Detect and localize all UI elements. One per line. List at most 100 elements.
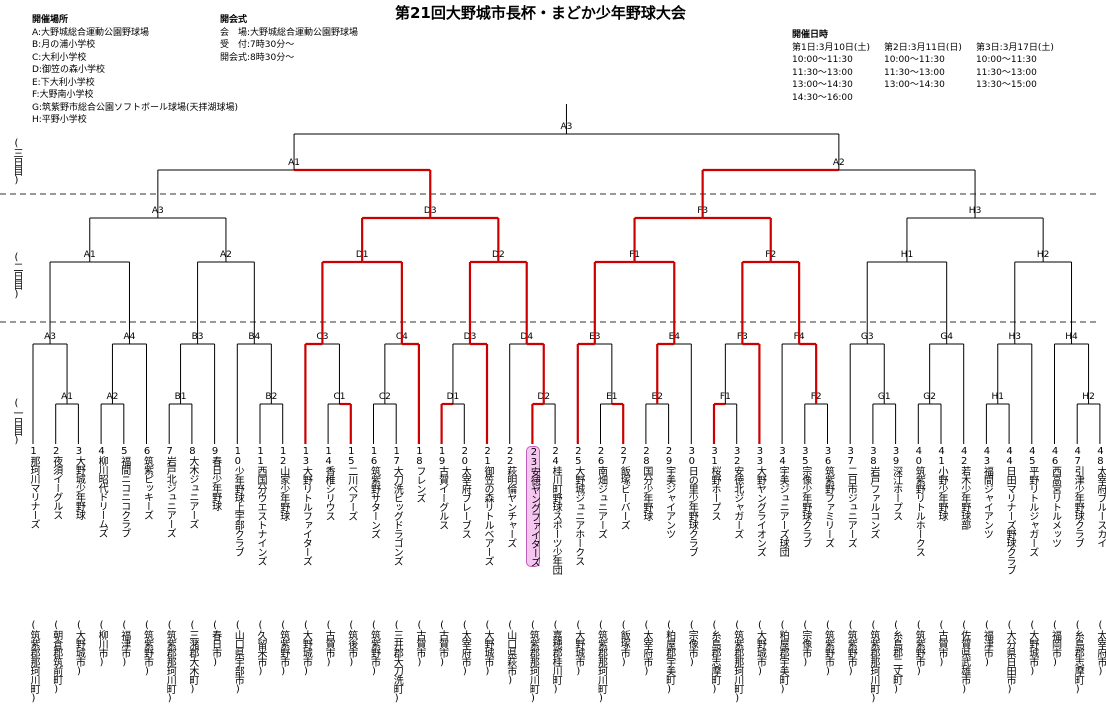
team-city: (大野城市): [482, 620, 493, 676]
team-name: 春日少年野球: [209, 456, 221, 510]
team-entry: 45平野リトルジャガーズ: [1026, 446, 1038, 556]
team-entry: 16筑紫野サターンズ: [368, 446, 380, 538]
team-entry: 27飯塚ビーバーズ: [617, 446, 629, 529]
team-city: (朝倉郡筑前町): [50, 620, 62, 694]
team-number: 21: [482, 446, 493, 466]
team-city: (筑紫野市): [277, 620, 289, 676]
team-entry: 24桂川町野球スポーツ少年団: [549, 446, 561, 574]
team-entry: 3大野城少年野球: [72, 446, 84, 519]
team-entry: 33大野ヤングライオンズ: [753, 446, 765, 556]
team-name: 平野リトルジャガーズ: [1026, 466, 1038, 556]
team-city: (大野城市): [73, 620, 85, 676]
team-entry: 17大刀洗ビッグドラゴンズ: [390, 446, 402, 565]
team-city: (大野城市): [572, 620, 584, 676]
team-number: 20: [459, 446, 471, 466]
team-city: (宗像市): [686, 620, 698, 667]
schedule-slot: 11:30～13:00: [792, 67, 853, 78]
team-number: 48: [1094, 446, 1106, 466]
team-name: 二日市ジュニアーズ: [845, 466, 857, 547]
team-number: 19: [436, 446, 448, 466]
team-number: 4: [96, 446, 108, 456]
team-name: 日田マリナーズ野球クラブ: [1004, 466, 1016, 574]
schedule-slot: 13:30～15:00: [975, 80, 1037, 90]
team-number: 25: [572, 446, 584, 466]
team-name: 西国分ウエストナインズ: [255, 466, 266, 565]
team-name: 山家少年野球: [277, 466, 289, 520]
team-entry: 9春日少年野球: [209, 446, 221, 510]
team-name: 那珂川マリナーズ: [28, 456, 39, 528]
team-entry: 41小野少年野球: [935, 446, 947, 520]
team-entry: 1那珂川マリナーズ: [27, 446, 39, 528]
team-number: 24: [550, 446, 562, 466]
team-number: 11: [255, 446, 266, 466]
team-entry: 43福間ジャイアンツ: [980, 446, 992, 538]
team-city: (糸島郡二丈町): [890, 620, 902, 694]
team-entry: 39深江ホープス: [890, 446, 902, 520]
team-city: (糸島郡志摩町): [709, 620, 720, 694]
team-entry: 19古賀イーグルス: [436, 446, 448, 529]
schedule-slot: 10:00～11:30: [792, 55, 853, 65]
team-name: 大野城少年野球: [73, 456, 85, 519]
team-number: 1: [28, 446, 39, 456]
team-city: (筑紫野市): [913, 620, 925, 676]
venue-item: C:大利小学校: [32, 52, 87, 63]
team-city: (宗像市): [799, 620, 811, 667]
team-city: (古賀市): [436, 620, 448, 667]
team-city: (大分県日田市): [1004, 620, 1016, 694]
team-entry: 44日田マリナーズ野球クラブ: [1003, 446, 1015, 574]
team-city: (嘉穂郡桂川町): [550, 620, 562, 694]
venue-item: B:月の浦小学校: [32, 40, 96, 50]
team-entry: 25大野城ジュニアホークス: [572, 446, 584, 565]
team-number: 14: [323, 446, 335, 466]
team-city: (飯塚市): [618, 620, 630, 667]
team-city: (筑紫野市): [368, 620, 380, 676]
team-entry: 14香椎シリウス: [322, 446, 334, 520]
team-name: 大野ヤングライオンズ: [754, 466, 766, 556]
team-name: 筑紫野ファミリーズ: [822, 466, 834, 547]
team-number: 44: [1004, 446, 1016, 466]
venue-item: A:大野城総合運動公園野球場: [32, 27, 150, 38]
team-city: (三井郡大刀洗町): [391, 620, 403, 703]
team-city: (筑紫郡那珂川町): [527, 620, 539, 703]
team-number: 45: [1026, 446, 1038, 466]
team-city: (筑紫郡那珂川町): [164, 620, 176, 703]
team-city: (筑紫野市): [141, 620, 153, 676]
team-name: 南畑ジュニアーズ: [595, 466, 607, 538]
team-number: 40: [913, 446, 925, 466]
team-number: 17: [391, 446, 403, 466]
schedule-slot: 11:30～13:00: [975, 67, 1037, 78]
team-name: 二川ベアーズ: [345, 466, 357, 520]
team-name: 大野城ジュニアホークス: [572, 466, 584, 565]
team-number: 16: [368, 446, 380, 466]
team-city: (三潴郡大木町): [186, 620, 198, 694]
team-city: (佐賀県武雄市): [958, 620, 970, 694]
team-name: フレンズ: [413, 466, 425, 502]
ceremony-heading: 開会式: [220, 15, 248, 25]
team-city: (筑紫郡那珂川町): [28, 620, 39, 703]
team-number: 27: [618, 446, 630, 466]
team-city: (太宰府市): [459, 620, 471, 676]
team-number: 2: [50, 446, 62, 456]
team-entry: 31桜野ホープス: [708, 446, 720, 520]
team-entry: 47引津少年野球クラブ: [1071, 446, 1083, 547]
schedule-slot: 10:00～11:30: [975, 55, 1037, 65]
team-name: 大野リトルファイターズ: [300, 466, 312, 565]
team-name: 深江ホープス: [890, 466, 902, 520]
schedule-day-label: 第1日:3月10日(土): [792, 42, 870, 53]
team-city: (古賀市): [413, 620, 425, 667]
schedule-day-label: 第3日:3月17日(土): [975, 42, 1054, 53]
team-city: (糸島郡志摩町): [1072, 620, 1084, 694]
team-entry: 23安徳ヤングファイターズ: [526, 446, 541, 567]
team-city: (筑紫野市): [845, 620, 857, 676]
team-name: 御笠の森リトルベアーズ: [482, 466, 493, 565]
team-number: 22: [504, 446, 516, 466]
team-number: 9: [209, 446, 221, 456]
team-entry: 2夜須イーグルス: [50, 446, 62, 519]
team-number: 23: [528, 447, 540, 467]
team-entry: 18フレンズ: [413, 446, 425, 502]
team-number: 5: [118, 446, 130, 456]
team-name: 筑紫野サターンズ: [368, 466, 380, 538]
venue-list: 開催場所 A:大野城総合運動公園野球場 B:月の浦小学校 C:大利小学校 D:御…: [32, 14, 238, 127]
team-name: 古賀イーグルス: [436, 466, 448, 529]
